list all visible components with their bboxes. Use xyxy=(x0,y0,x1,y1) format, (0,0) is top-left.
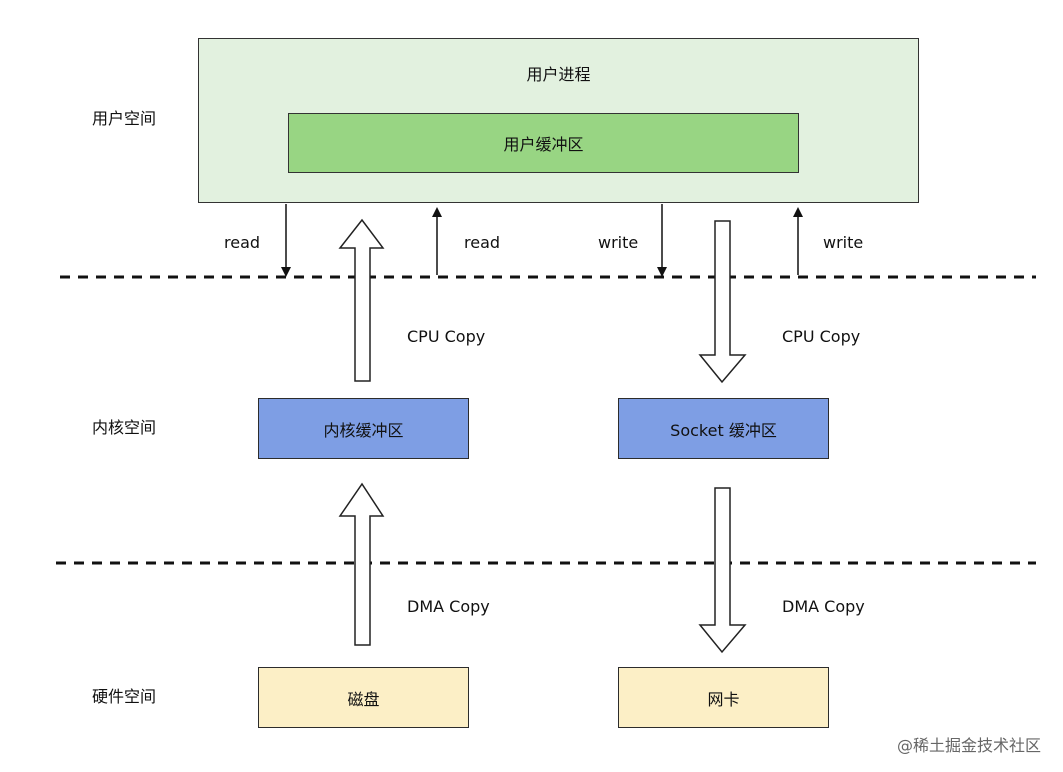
read-label-left: read xyxy=(224,233,261,252)
user-buffer-label: 用户缓冲区 xyxy=(503,135,584,154)
kernel-space-label: 内核空间 xyxy=(92,418,157,437)
write-label-left: write xyxy=(598,233,639,252)
cpu-copy-label-left: CPU Copy xyxy=(407,327,486,346)
user-buffer-box: 用户缓冲区 xyxy=(288,113,799,173)
nic-label: 网卡 xyxy=(707,689,740,709)
hardware-space-label: 硬件空间 xyxy=(92,687,157,706)
cpu-copy-up-arrow xyxy=(338,218,385,382)
read-label-right: read xyxy=(464,233,501,252)
socket-buffer-box: Socket 缓冲区 xyxy=(618,398,829,459)
write-label-right: write xyxy=(823,233,864,252)
socket-buffer-label: Socket 缓冲区 xyxy=(670,420,777,440)
disk-box: 磁盘 xyxy=(258,667,469,728)
kernel-buffer-box: 内核缓冲区 xyxy=(258,398,469,459)
dma-copy-label-right: DMA Copy xyxy=(782,597,865,616)
user-space-label: 用户空间 xyxy=(92,109,157,128)
dma-copy-label-left: DMA Copy xyxy=(407,597,490,616)
nic-box: 网卡 xyxy=(618,667,829,728)
kernel-buffer-label: 内核缓冲区 xyxy=(323,420,404,440)
user-process-title: 用户进程 xyxy=(526,65,591,84)
disk-label: 磁盘 xyxy=(347,689,380,709)
dma-copy-down-arrow xyxy=(698,487,747,654)
dma-copy-up-arrow xyxy=(338,482,385,646)
cpu-copy-down-arrow xyxy=(698,220,747,384)
cpu-copy-label-right: CPU Copy xyxy=(782,327,861,346)
site-watermark: @稀土掘金技术社区 xyxy=(896,736,1041,755)
